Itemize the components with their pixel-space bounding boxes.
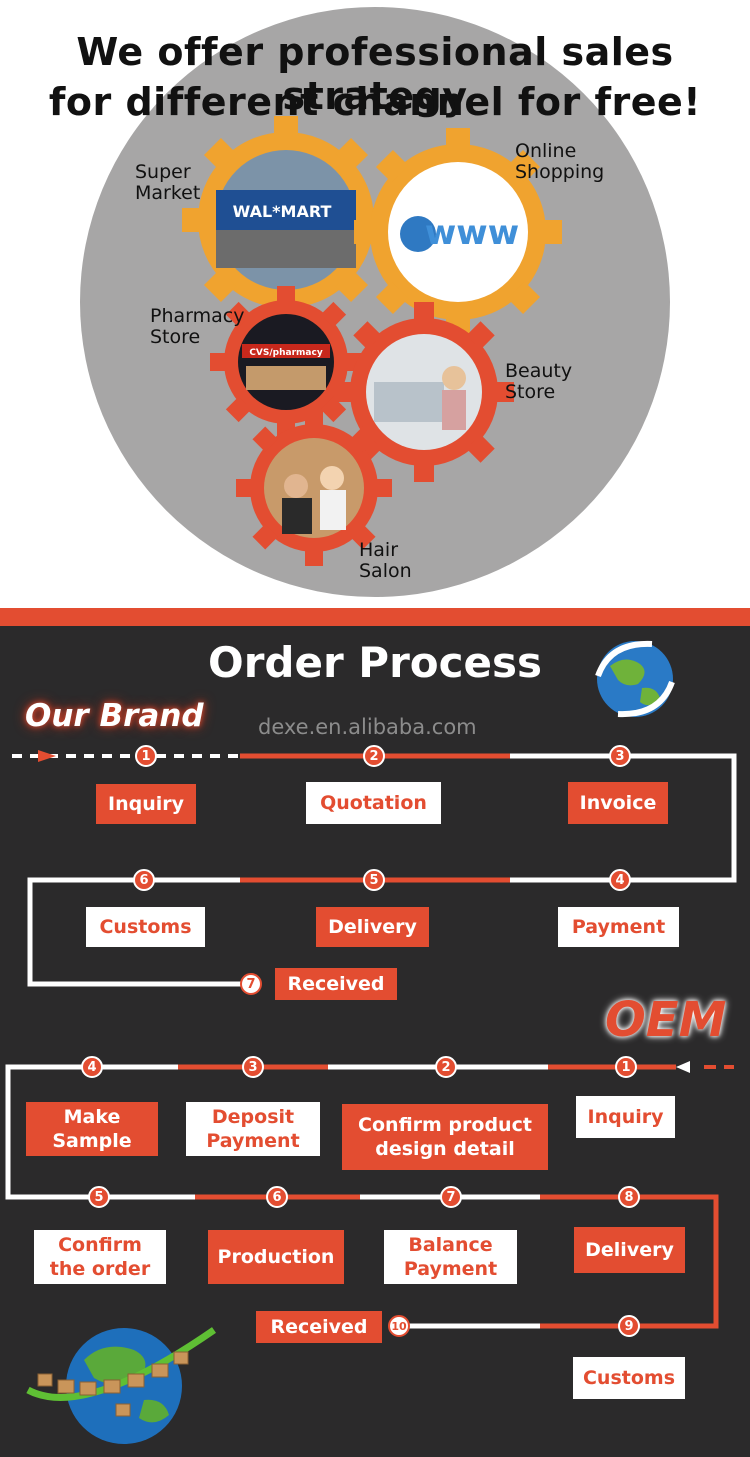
step-number: 8: [618, 1186, 640, 1208]
order-process-title: Order Process: [207, 638, 543, 687]
channel-label-line: Store: [505, 381, 556, 403]
channel-label-line: Beauty: [505, 360, 573, 382]
step-delivery: Delivery: [316, 907, 429, 947]
badge-line: Make: [63, 1106, 121, 1128]
oem-heading: OEM: [605, 992, 727, 1048]
watermark-url: dexe.en.alibaba.com: [258, 715, 477, 739]
channel-label-pharmacy: Pharmacy Store: [150, 306, 244, 348]
step-number: 1: [615, 1056, 637, 1078]
step-number: 9: [618, 1315, 640, 1337]
step-number: 6: [133, 869, 155, 891]
step-number: 4: [609, 869, 631, 891]
cvs-sign-text: CVS/pharmacy: [249, 348, 322, 358]
earth-shipping-icon: [26, 1327, 216, 1444]
step-number: 7: [440, 1186, 462, 1208]
channel-label-supermarket: Super Market: [135, 162, 200, 204]
step-number: 5: [363, 869, 385, 891]
oem-step-production: Production: [208, 1230, 344, 1284]
channel-label-line: Store: [150, 326, 201, 348]
step-number: 2: [435, 1056, 457, 1078]
badge-line: Balance: [408, 1234, 493, 1256]
badge-line: Payment: [206, 1130, 300, 1152]
badge-line: Payment: [403, 1258, 498, 1280]
accent-stripe: [0, 608, 750, 626]
channel-label-line: Online: [515, 140, 577, 162]
channel-label-online-shopping: Online Shopping: [515, 141, 604, 183]
channel-label-beauty-store: Beauty Store: [505, 361, 572, 403]
channel-label-line: Pharmacy: [150, 305, 245, 327]
pharmacy-gear-icon: CVS/pharmacy: [210, 286, 362, 438]
online-shopping-gear-icon: www: [354, 128, 562, 336]
badge-line: design detail: [375, 1138, 515, 1160]
oem-step-balance-payment: Balance Payment: [384, 1230, 517, 1284]
hair-salon-gear-icon: [236, 410, 392, 566]
step-number: 6: [266, 1186, 288, 1208]
globe-icon: [595, 640, 675, 718]
www-graphic-text: www: [425, 213, 519, 253]
badge-line: Deposit: [211, 1106, 295, 1128]
step-quotation: Quotation: [306, 782, 441, 824]
step-payment: Payment: [558, 907, 679, 947]
oem-step-delivery: Delivery: [574, 1227, 685, 1273]
supermarket-gear-icon: WAL*MART: [182, 116, 390, 324]
step-number: 1: [135, 745, 157, 767]
channels-graphic: WAL*MART www CVS/ph: [80, 7, 670, 597]
step-number: 7: [240, 973, 262, 995]
step-number: 10: [388, 1315, 410, 1337]
step-received: Received: [275, 968, 397, 1000]
headline-line-2: for different channel for free!: [48, 80, 702, 124]
badge-line: Sample: [52, 1130, 132, 1152]
channel-label-line: Market: [135, 182, 201, 204]
step-customs: Customs: [86, 907, 205, 947]
oem-step-received: Received: [256, 1311, 382, 1343]
oem-step-inquiry: Inquiry: [576, 1096, 675, 1138]
oem-step-customs: Customs: [573, 1357, 685, 1399]
step-invoice: Invoice: [568, 782, 668, 824]
badge-line: Confirm: [58, 1234, 142, 1256]
headline-line-1: We offer professional sales strategy: [76, 30, 674, 118]
walmart-sign-text: WAL*MART: [233, 202, 332, 221]
channel-label-line: Shopping: [515, 161, 605, 183]
step-number: 4: [81, 1056, 103, 1078]
step-number: 5: [88, 1186, 110, 1208]
channel-label-hair-salon: Hair Salon: [359, 540, 412, 582]
step-inquiry: Inquiry: [96, 784, 196, 824]
step-number: 3: [609, 745, 631, 767]
channel-label-line: Super: [135, 161, 191, 183]
channel-label-line: Hair: [359, 539, 399, 561]
channel-label-line: Salon: [359, 560, 412, 582]
channels-section: WAL*MART www CVS/ph: [0, 0, 750, 608]
step-number: 3: [242, 1056, 264, 1078]
oem-step-make-sample: Make Sample: [26, 1102, 158, 1156]
oem-step-deposit-payment: Deposit Payment: [186, 1102, 320, 1156]
badge-line: Confirm product: [358, 1114, 532, 1136]
oem-step-confirm-design: Confirm product design detail: [342, 1104, 548, 1170]
step-number: 2: [363, 745, 385, 767]
our-brand-heading: Our Brand: [25, 698, 204, 734]
oem-step-confirm-order: Confirm the order: [34, 1230, 166, 1284]
badge-line: the order: [49, 1258, 151, 1280]
